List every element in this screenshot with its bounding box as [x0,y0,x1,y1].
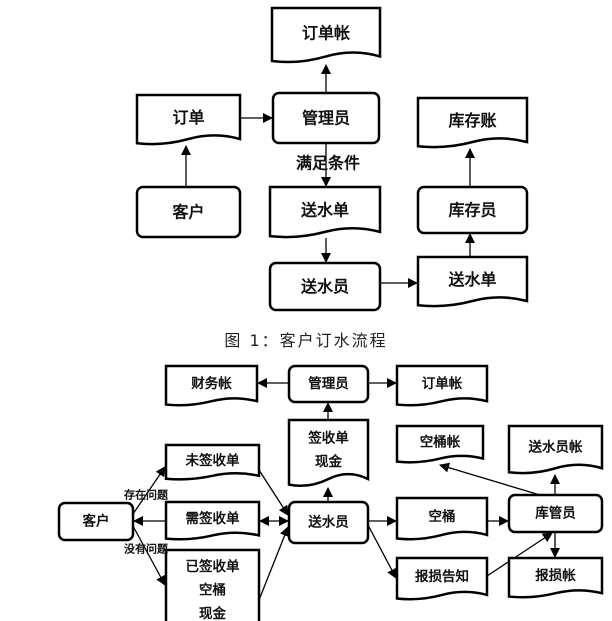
document-shape [287,418,370,487]
process-box [268,261,382,312]
document-shape [395,424,485,464]
flow-arrow [132,466,166,515]
document-shape [416,255,529,308]
figure2-node-unsigned-receipt: 未签收单 [164,443,261,481]
node-label: 报损帐 [535,567,576,584]
node-label: 空桶 [429,508,456,525]
edges [132,64,560,601]
node-label: 签收单 [307,429,349,446]
flow-arrow [258,469,289,516]
node-label: 送水单 [447,270,496,289]
figure1-node-stock-keeper: 库存员 [416,185,529,235]
document-shape [135,93,242,146]
figure2-node-to-sign-receipt: 需签收单 [164,500,261,541]
node-label: 财务帐 [190,375,232,392]
node-label: 空桶帐 [420,434,461,451]
figure1-node-delivery-note-2: 送水单 [416,255,529,308]
node-label: 库存员 [448,201,496,220]
figure2-node-damage-ledger: 报损帐 [507,556,604,599]
figure2-node-damage-notice: 报损告知 [395,556,489,601]
figure1-node-order-ledger: 订单帐 [270,6,382,64]
node-label: 现金 [199,605,226,621]
flow-arrow [258,526,290,601]
figure2-node-empty-bucket-ledger: 空桶帐 [395,424,485,464]
document-shape [395,496,489,541]
node-label: 需签收单 [186,510,240,527]
process-box [57,501,135,542]
process-box [287,500,370,545]
node-label: 空桶 [199,582,226,599]
node-label: 现金 [315,453,342,470]
process-box [271,91,381,145]
flow-arrow [486,532,553,577]
process-box [416,185,529,235]
flow-arrow [439,462,541,496]
figure1-node-manager: 管理员 [271,91,381,145]
node-label: 客户 [82,513,110,530]
figure2-node-customer: 客户 [57,501,135,542]
node-label: 库管员 [535,505,576,522]
node-label: 订单帐 [422,375,463,392]
figure-caption: 图 1：客户订水流程 [224,331,388,350]
node-label: 送水员帐 [528,439,583,456]
document-shape [268,185,382,239]
document-shape [164,364,259,407]
document-shape [507,556,604,599]
figure2-node-manager: 管理员 [287,364,370,404]
process-box [135,185,242,239]
document-shape [164,548,261,621]
node-label: 管理员 [308,375,349,392]
node-label: 库存账 [448,111,496,130]
node-label: 送水员 [300,277,349,296]
node-label: 送水员 [307,514,349,531]
document-shape [164,443,261,481]
flow-arrow [132,525,166,586]
node-label: 订单 [172,108,204,127]
document-shape [395,364,489,407]
document-shape [395,556,489,601]
no-problem-label: 没有问题 [124,542,169,556]
node-label: 已签收单 [186,558,240,575]
figure1-node-deliveryman: 送水员 [268,261,382,312]
flow-arrow [367,524,397,579]
node-label: 报损告知 [415,568,469,585]
figure1-node-delivery-note: 送水单 [268,185,382,239]
nodes: 订单帐订单管理员库存账客户送水单库存员送水员送水单财务帐管理员订单帐签收单现金空… [57,6,604,621]
figure1-node-order: 订单 [135,93,242,146]
document-shape [416,96,529,149]
process-box [507,493,604,534]
figure2-node-finance-ledger: 财务帐 [164,364,259,407]
node-label: 订单帐 [302,23,350,42]
node-label: 未签收单 [186,452,240,469]
condition-label: 满足条件 [296,154,360,173]
figure2-node-deliveryman: 送水员 [287,500,370,545]
node-label: 客户 [172,203,204,222]
document-shape [164,500,261,541]
figure2-node-deliveryman-ledger: 送水员帐 [507,424,604,475]
figure2-node-order-ledger: 订单帐 [395,364,489,407]
figure1-node-stock-ledger: 库存账 [416,96,529,149]
node-label: 送水单 [300,200,349,219]
node-label: 管理员 [302,109,350,128]
document-shape [507,424,604,475]
has-problem-label: 存在问题 [124,488,169,502]
process-box [287,364,370,404]
figure1-node-customer: 客户 [135,185,242,239]
document-shape [270,6,382,64]
figure2-node-warehouse-keeper: 库管员 [507,493,604,534]
figure2-node-empty-bucket: 空桶 [395,496,489,541]
